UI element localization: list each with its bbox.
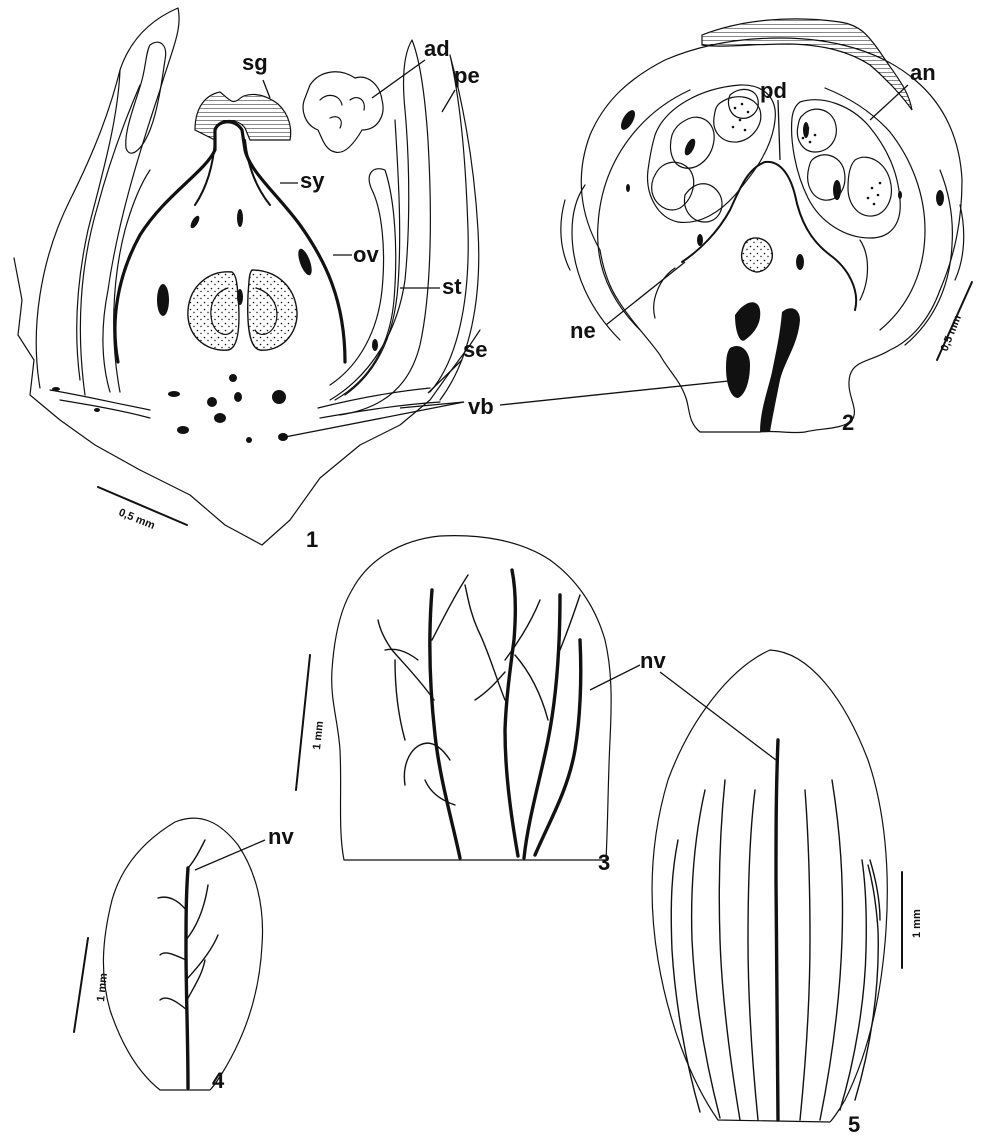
figure-number-2: 2: [842, 410, 854, 435]
figure-1-section: sg ad pe sy ov st se vb 0,5 mm 1: [14, 8, 494, 552]
label-sy: sy: [300, 168, 325, 193]
fig2-anther-left-locule-4: [684, 184, 722, 222]
figure-number-5: 5: [848, 1112, 860, 1137]
label-pd: pd: [760, 78, 787, 103]
fig2-perianth-right: [825, 88, 925, 330]
fig2-anther-small: [728, 89, 758, 118]
fig3-vein-main-4: [505, 570, 518, 856]
fig1-outer-left-perianth: [36, 70, 120, 388]
label-vb: vb: [468, 394, 494, 419]
fig1-style: [195, 140, 270, 205]
fig2-perianth-left-2: [561, 185, 620, 340]
label-sg: sg: [242, 50, 268, 75]
fig5-outline: [652, 650, 887, 1122]
label-st: st: [442, 274, 462, 299]
fig3-minor-veins: [378, 575, 580, 805]
fig4-leader: [195, 840, 265, 870]
fig3-scale-bar: [296, 655, 310, 790]
fig4-scale-label: 1 mm: [95, 972, 110, 1002]
fig3-vein-main-2: [524, 595, 560, 858]
fig2-anther-left-locule-3: [652, 162, 694, 210]
fig1-ovule-right: [248, 270, 297, 350]
fig2-anther-right-locule-3: [848, 157, 891, 216]
fig1-adnate-structure: [303, 72, 383, 153]
fig5-leader: [660, 672, 776, 760]
fig5-scale-label: 1 mm: [911, 909, 923, 938]
fig2-vascular-bundles: [618, 108, 944, 432]
fig3-leader: [590, 665, 640, 690]
fig2-top-bract: [702, 19, 912, 110]
label-ov: ov: [353, 242, 379, 267]
label-nv-fig4: nv: [268, 824, 294, 849]
fig1-receptacle: [14, 258, 480, 545]
fig1-ovule-left: [188, 272, 239, 350]
fig1-left-petal-inner: [80, 85, 140, 395]
fig2-anther-left: [648, 85, 776, 222]
figure-2-section: pd an ne 0,5 mm 2: [500, 19, 972, 435]
figure-4-bract: nv 1 mm 4: [74, 818, 294, 1093]
fig1-left-stamen: [114, 170, 150, 392]
fig2-anther-left-locule-1: [714, 97, 761, 142]
label-ad: ad: [424, 36, 450, 61]
fig4-scale-bar: [74, 938, 88, 1032]
fig5-vein-main: [776, 740, 778, 1120]
fig1-left-gland: [126, 42, 166, 153]
fig3-outline: [332, 536, 611, 860]
label-ne: ne: [570, 318, 596, 343]
fig1-right-stamen: [330, 169, 396, 400]
figure-5-perianth-segment: 1 mm 5: [652, 650, 923, 1137]
fig2-scale-label: 0,5 mm: [939, 313, 964, 353]
fig2-central-gland: [742, 238, 773, 272]
fig4-outline: [103, 818, 262, 1090]
fig1-sepal-left-arc: [50, 390, 150, 418]
fig3-vein-main-1: [430, 590, 460, 858]
label-pe: pe: [454, 63, 480, 88]
label-nv-fig3: nv: [640, 648, 666, 673]
fig3-scale-label: 1 mm: [311, 720, 326, 750]
figure-number-4: 4: [212, 1068, 225, 1093]
figure-3-perianth-segment: nv 1 mm 3: [296, 536, 666, 875]
fig2-pollen: [732, 103, 882, 206]
fig2-anther-right: [792, 100, 901, 238]
figure-number-1: 1: [306, 527, 318, 552]
figure-number-3: 3: [598, 850, 610, 875]
label-se: se: [463, 337, 487, 362]
fig1-adnate-detail: [320, 95, 364, 128]
label-an: an: [910, 60, 936, 85]
